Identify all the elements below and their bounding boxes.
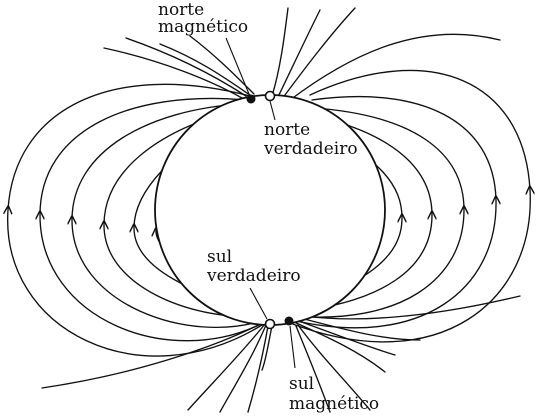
field-line-top-5 — [271, 7, 289, 97]
field-line-bottom-5 — [261, 325, 273, 371]
field-line-top-3 — [159, 43, 251, 96]
field-line-top-4 — [189, 35, 255, 95]
north-magnetic-pointer — [225, 37, 250, 95]
field-line-bottom-6 — [293, 321, 386, 373]
field-line-bottom-2 — [187, 323, 266, 411]
field-line-bottom-1 — [41, 321, 265, 389]
field-line-bottom-8 — [299, 317, 421, 341]
north-true-pole-dot — [264, 90, 276, 102]
field-line-left-4 — [104, 109, 265, 318]
field-line-bottom-10 — [297, 324, 371, 411]
field-line-right-4 — [293, 115, 432, 313]
field-line-right-3 — [292, 107, 464, 318]
north-magnetic-label: norte magnético — [158, 0, 248, 37]
field-line-bottom-7 — [295, 319, 396, 356]
field-line-left-2 — [40, 97, 264, 342]
field-line-bottom-3 — [219, 324, 267, 413]
field-line-bottom-4 — [247, 325, 269, 413]
field-line-top-8 — [289, 33, 501, 101]
field-line-left-1 — [8, 83, 263, 357]
north-true-pointer — [269, 100, 276, 121]
south-true-label: sul verdadeiro — [206, 247, 301, 286]
north-magnetic-pole-dot — [246, 94, 256, 104]
field-line-bottom-11 — [295, 325, 331, 413]
field-line-left-3 — [72, 103, 265, 328]
field-line-top-6 — [277, 9, 321, 98]
field-line-top-7 — [281, 7, 356, 100]
field-line-top-1 — [103, 47, 243, 99]
south-true-pointer — [249, 287, 268, 320]
south-magnetic-pointer — [289, 325, 296, 369]
south-magnetic-label: sul magnético — [289, 374, 379, 414]
field-line-right-2 — [291, 96, 496, 329]
field-line-top-2 — [125, 37, 247, 97]
field-line-bottom-9 — [303, 295, 521, 320]
north-true-label: norte verdadeiro — [263, 120, 358, 159]
south-true-pole-dot — [264, 318, 276, 330]
south-magnetic-pole-dot — [284, 316, 294, 326]
